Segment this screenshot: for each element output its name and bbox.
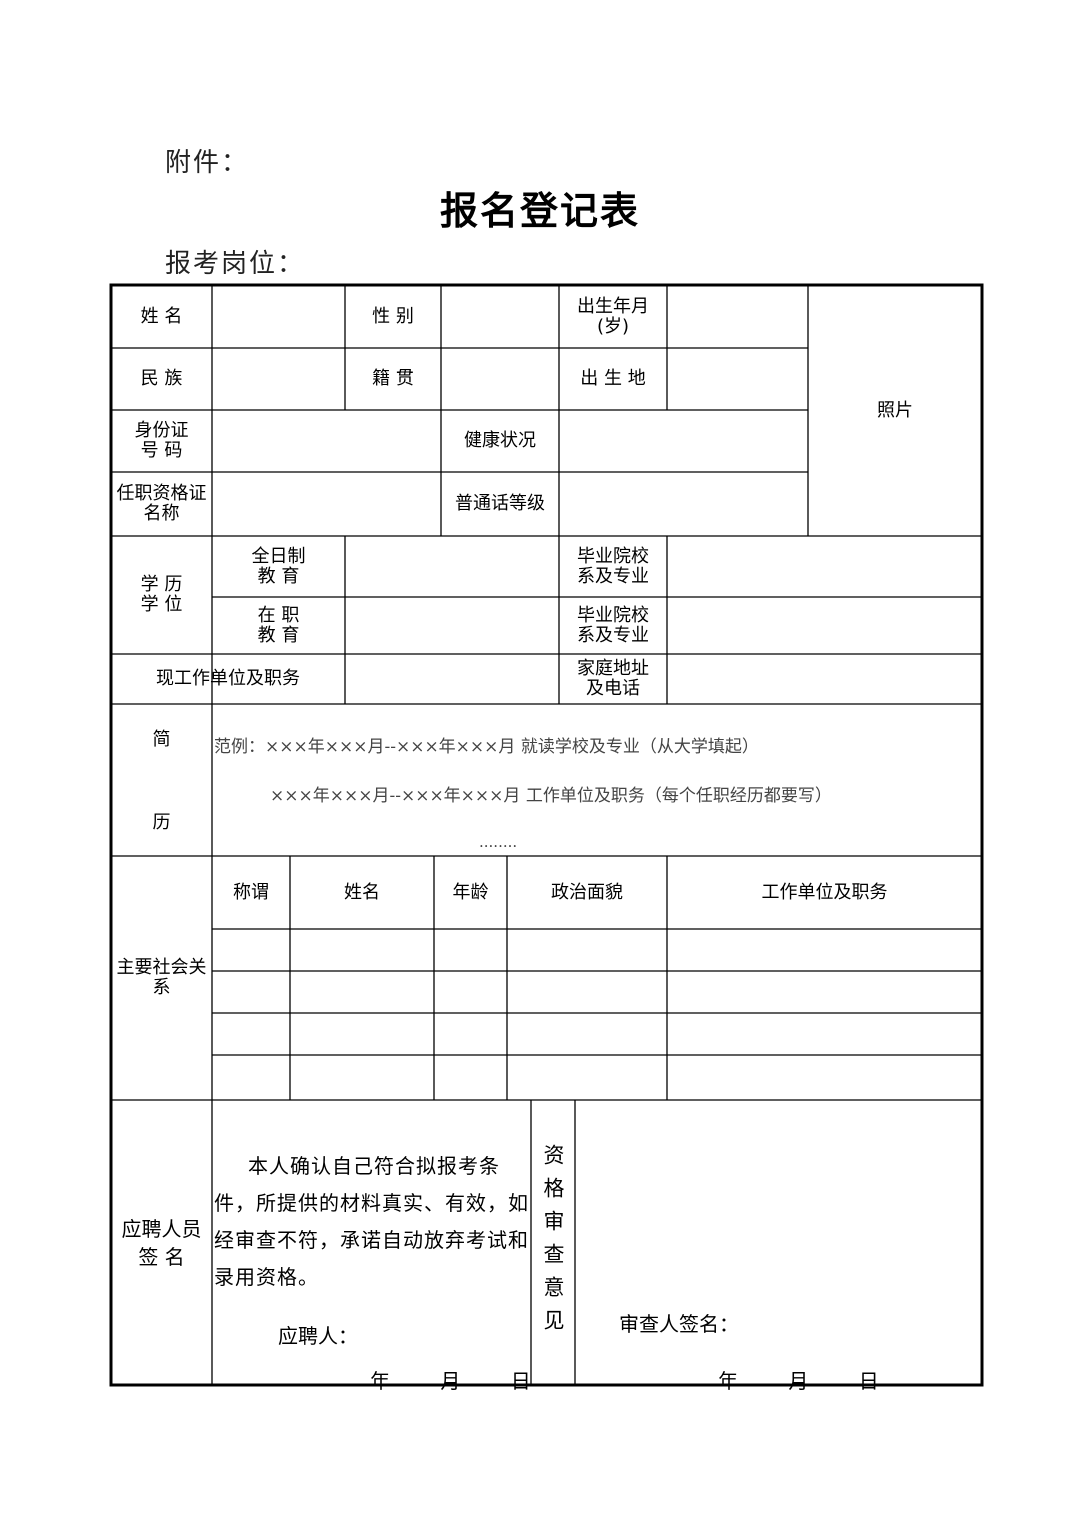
col-work-header: 工作单位及职务: [761, 881, 888, 903]
birth-label: 出生年月 (岁): [577, 295, 649, 337]
reviewer-date: 年 月 日: [718, 1369, 879, 1393]
col-name-header: 姓名: [344, 881, 380, 903]
school-major-label-1: 毕业院校 系及专业: [577, 545, 649, 587]
ethnicity-label: 民 族: [140, 368, 183, 389]
resume-label-1: 简: [152, 729, 171, 750]
reviewer-label: 审查人签名：: [619, 1312, 739, 1336]
gender-label: 性 别: [372, 305, 414, 327]
col-age-header: 年龄: [452, 881, 489, 903]
mandarin-label: 普通话等级: [455, 493, 545, 514]
fulltime-education-label: 全日制 教 育: [251, 545, 306, 587]
current-work-label: 现工作单位及职务: [156, 668, 300, 689]
qualification-label: 任职资格证 名称: [116, 483, 207, 524]
native-place-label: 籍 贯: [372, 368, 414, 389]
resume-example-2: ×××年×××月--×××年×××月 工作单位及职务（每个任职经历都要写）: [270, 786, 832, 806]
social-relations-label: 主要社会关 系: [116, 957, 207, 998]
col-political-header: 政治面貌: [551, 881, 623, 903]
resume-ellipsis: ........: [479, 833, 518, 851]
applicant-date: 年 月 日: [370, 1369, 531, 1393]
post-label: 报考岗位：: [165, 249, 306, 279]
review-opinion-label: 资格审查意见: [541, 1143, 565, 1342]
resume-example-1: 范例：×××年×××月--×××年×××月 就读学校及专业（从大学填起）: [214, 737, 759, 757]
applicant-signature-label: 应聘人员 签 名: [121, 1216, 202, 1269]
resume-label-2: 历: [152, 812, 171, 833]
page-title: 报名登记表: [439, 188, 640, 233]
home-address-label: 家庭地址 及电话: [577, 658, 649, 699]
col-relation-header: 称谓: [233, 881, 269, 903]
education-degree-label: 学 历 学 位: [140, 574, 183, 615]
applicant-label: 应聘人：: [278, 1324, 358, 1348]
birthplace-label: 出 生 地: [580, 368, 646, 389]
school-major-label-2: 毕业院校 系及专业: [577, 604, 649, 646]
parttime-education-label: 在 职 教 育: [257, 604, 300, 646]
attachment-label: 附件：: [165, 148, 250, 178]
name-label: 姓 名: [140, 305, 183, 327]
health-label: 健康状况: [464, 430, 536, 451]
photo-label: 照片: [877, 399, 913, 421]
id-number-label: 身份证 号 码: [134, 420, 189, 461]
pledge-text: 本人确认自己符合拟报考条件，所提供的材料真实、有效，如经审查不符，承诺自动放弃考…: [214, 1154, 529, 1289]
